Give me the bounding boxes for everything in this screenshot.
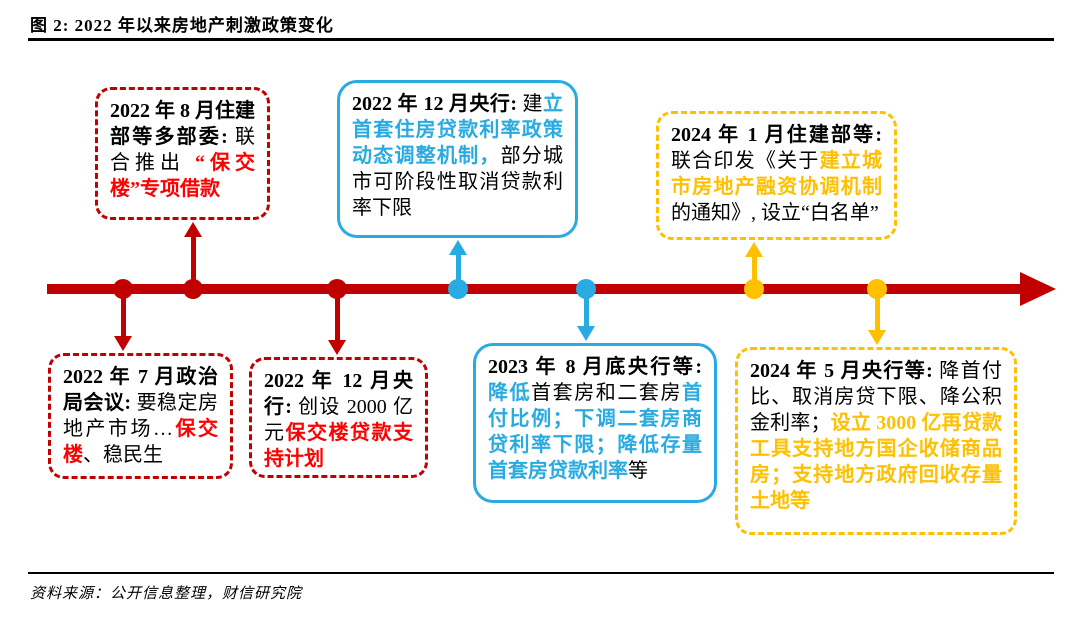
connector-arrow-up-icon-2024-01-mohurd <box>745 242 763 257</box>
event-box-2024-01-mohurd: 2024 年 1 月住建部等: 联合印发《关于建立城市房地产融资协调机制的通知》… <box>656 111 897 240</box>
event-text-segment: 降低 <box>488 382 532 404</box>
timeline-dot-2022-12-pboc-rate-mechanism <box>448 279 468 299</box>
event-text-segment: 的通知》, 设立“白名单” <box>671 202 879 224</box>
event-date-label: 2024 年 5 月央行等: <box>750 360 940 382</box>
connector-line-2022-08-mohurd <box>191 235 196 289</box>
event-text-segment: 等 <box>628 460 648 482</box>
event-box-2022-12-pboc-loan-plan: 2022 年 12 月央行: 创设 2000 亿元保交楼贷款支持计划 <box>249 357 428 478</box>
event-date-label: 2022 年 12 月央行: <box>352 93 523 115</box>
event-text-segment: 建 <box>522 93 543 115</box>
footer-divider <box>28 572 1054 574</box>
timeline-bar <box>47 284 1022 294</box>
event-text-segment: 保交楼贷款支持计划 <box>264 422 413 470</box>
event-text-segment: 立首套住房贷款利率政策动态调整机制， <box>352 93 563 167</box>
event-text-segment: 联合推出 <box>110 126 255 174</box>
title-underline <box>28 38 1054 41</box>
connector-line-2022-12-pboc-loan-plan <box>335 289 340 342</box>
connector-arrow-up-icon-2022-12-pboc-rate-mechanism <box>449 240 467 255</box>
event-text-segment: 部分城市可阶段性取消贷款利率下限 <box>352 145 564 219</box>
connector-line-2022-07-politburo <box>121 289 126 338</box>
event-text-segment: 创设 2000 亿元 <box>264 396 413 444</box>
connector-arrow-down-icon-2024-05-pboc <box>868 330 886 345</box>
event-box-2023-08-pboc: 2023 年 8 月底央行等: 降低首套房和二套房首付比例；下调二套房商贷利率下… <box>473 343 717 503</box>
event-text-segment: 、稳民生 <box>83 444 163 466</box>
event-text-segment: 降首付比、取消房贷下限、降公积金利率； <box>750 360 1002 434</box>
event-text-segment: “保交楼”专项借款 <box>110 152 255 200</box>
timeline-dot-2022-07-politburo <box>113 279 133 299</box>
event-text-segment: 首付比例；下调二套房商贷利率下限；降低存量首套房贷款利率 <box>488 382 703 482</box>
connector-line-2024-05-pboc <box>875 289 880 332</box>
event-date-label: 2022 年 7 月政治局会议: <box>63 366 218 414</box>
connector-arrow-down-icon-2022-07-politburo <box>114 336 132 351</box>
event-box-2024-05-pboc: 2024 年 5 月央行等: 降首付比、取消房贷下限、降公积金利率；设立 300… <box>735 347 1017 535</box>
event-text-segment: 建立城市房地产融资协调机制 <box>671 150 883 198</box>
event-text-segment: 首套房和二套房 <box>531 382 683 404</box>
event-date-label: 2022 年 8 月住建部等多部委: <box>110 100 255 148</box>
timeline-arrowhead-icon <box>1020 272 1056 306</box>
connector-arrow-up-icon-2022-08-mohurd <box>184 222 202 237</box>
timeline-dot-2023-08-pboc <box>576 279 596 299</box>
event-date-label: 2023 年 8 月底央行等: <box>488 356 702 378</box>
event-date-label: 2024 年 1 月住建部等: <box>671 124 882 146</box>
event-box-2022-12-pboc-rate-mechanism: 2022 年 12 月央行: 建立首套住房贷款利率政策动态调整机制，部分城市可阶… <box>337 80 578 238</box>
timeline-dot-2024-01-mohurd <box>744 279 764 299</box>
figure-title: 图 2: 2022 年以来房地产刺激政策变化 <box>30 16 334 35</box>
event-box-2022-08-mohurd: 2022 年 8 月住建部等多部委: 联合推出 “保交楼”专项借款 <box>95 87 270 220</box>
source-note: 资料来源：公开信息整理，财信研究院 <box>30 586 303 602</box>
event-text-segment: 设立 3000 亿再贷款工具支持地方国企收储商品房；支持地方政府回收存量土地等 <box>750 412 1003 512</box>
timeline-dot-2022-12-pboc-loan-plan <box>327 279 347 299</box>
event-box-2022-07-politburo: 2022 年 7 月政治局会议: 要稳定房地产市场…保交楼、稳民生 <box>48 353 233 479</box>
event-text-segment: 要稳定房地产市场… <box>63 392 218 440</box>
connector-line-2024-01-mohurd <box>752 255 757 289</box>
connector-line-2023-08-pboc <box>584 289 589 328</box>
event-text-segment: 保交楼 <box>63 418 218 466</box>
event-date-label: 2022 年 12 月央行: <box>264 370 413 418</box>
connector-arrow-down-icon-2023-08-pboc <box>577 326 595 341</box>
connector-arrow-down-icon-2022-12-pboc-loan-plan <box>328 340 346 355</box>
event-text-segment: 联合印发《关于 <box>671 150 820 172</box>
connector-line-2022-12-pboc-rate-mechanism <box>456 253 461 289</box>
timeline-dot-2022-08-mohurd <box>183 279 203 299</box>
timeline-dot-2024-05-pboc <box>867 279 887 299</box>
